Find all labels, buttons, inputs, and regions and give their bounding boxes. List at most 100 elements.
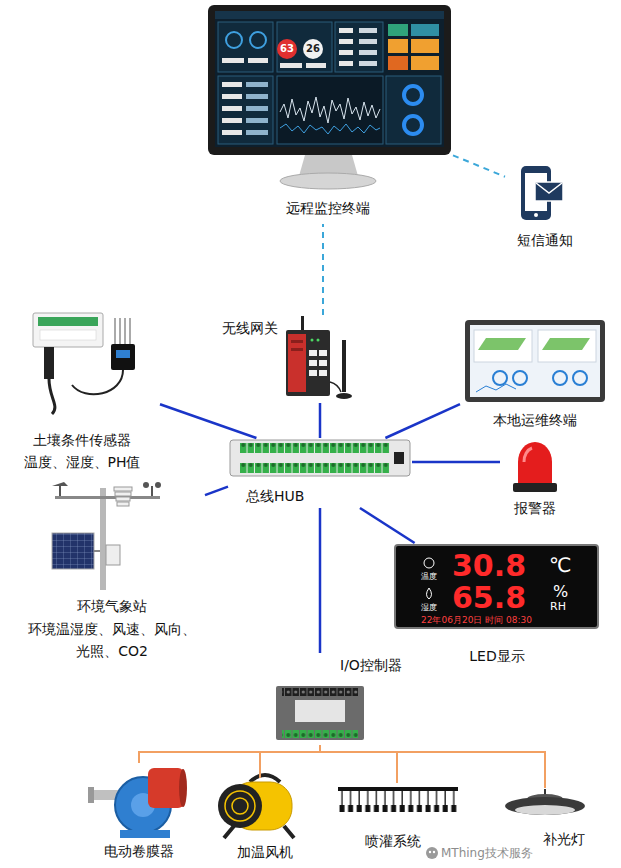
bus-line xyxy=(319,403,322,438)
film-roller-illustration xyxy=(179,769,187,807)
weather-station-illustration xyxy=(155,482,161,488)
node-label: 喷灌系统 xyxy=(365,833,421,849)
bus-line xyxy=(319,508,322,653)
monitor-illustration xyxy=(215,11,444,19)
monitor-illustration xyxy=(246,130,268,135)
gateway-illustration xyxy=(309,360,317,366)
bus-line xyxy=(322,224,324,315)
monitor-illustration xyxy=(388,56,408,70)
node-label: 补光灯 xyxy=(543,831,585,847)
monitor-illustration xyxy=(208,5,451,155)
device-node: 环境气象站环境温湿度、风速、风向、 光照、CO2 xyxy=(5,485,205,667)
bus-line xyxy=(320,745,397,783)
alarm-light-illustration xyxy=(513,442,557,492)
monitor-illustration xyxy=(359,39,377,44)
node-label: 加温风机 xyxy=(237,844,293,860)
monitor-illustration xyxy=(411,24,439,36)
weather-station-illustration xyxy=(94,550,100,552)
node-label: 温度、湿度、PH值 xyxy=(24,454,141,470)
watermark-icon xyxy=(426,847,438,859)
monitor-illustration xyxy=(218,76,273,144)
phone-sms-icon xyxy=(521,166,563,220)
node-label: 远程监控终端 xyxy=(286,200,370,216)
node-label: 环境温湿度、风速、风向、 光照、CO2 xyxy=(28,618,196,662)
weather-station-illustration xyxy=(114,487,132,491)
led-unit: ℃ xyxy=(549,553,571,577)
monitor-illustration xyxy=(277,76,383,144)
led-unit: % xyxy=(553,582,568,601)
monitor-illustration xyxy=(388,24,408,36)
monitor-illustration xyxy=(339,50,353,55)
bus-line xyxy=(360,508,415,543)
gateway-illustration xyxy=(309,370,317,376)
gateway-illustration xyxy=(309,350,317,356)
led-display-illustration xyxy=(395,545,598,628)
film-roller-illustration xyxy=(120,830,170,838)
monitor-illustration xyxy=(359,61,377,66)
monitor-illustration xyxy=(339,28,353,33)
device-node: 无线网关 xyxy=(215,315,355,403)
monitor-illustration xyxy=(222,130,242,135)
monitor-illustration xyxy=(208,5,451,189)
node-label: 本地运维终端 xyxy=(493,412,577,428)
bus-line xyxy=(139,745,320,763)
weather-station-illustration xyxy=(106,545,120,565)
weather-station-illustration xyxy=(115,492,131,496)
bus-line xyxy=(160,404,256,438)
monitor-illustration xyxy=(306,63,326,68)
monitor-illustration xyxy=(280,97,380,123)
monitor-illustration xyxy=(246,94,268,99)
gateway-illustration xyxy=(301,316,304,332)
tablet-illustration xyxy=(474,330,532,362)
device-node: 远程监控终端 xyxy=(205,2,453,224)
device-node: I/O控制器 xyxy=(270,653,420,745)
gateway-illustration xyxy=(286,316,352,399)
tablet-illustration xyxy=(553,371,567,385)
weather-station-illustration xyxy=(52,482,161,590)
io-controller-illustration xyxy=(282,730,358,738)
monitor-illustration xyxy=(222,106,242,111)
monitor-illustration xyxy=(280,63,302,68)
bus-line xyxy=(453,155,505,176)
heater-fan-illustration xyxy=(225,791,255,821)
alarm-light-illustration xyxy=(518,442,552,484)
monitor-illustration xyxy=(222,94,242,99)
gateway-illustration xyxy=(286,330,330,396)
film-roller-illustration xyxy=(148,768,184,808)
gateway-illustration xyxy=(319,360,327,366)
weather-station-illustration xyxy=(151,486,153,496)
monitor-illustration xyxy=(335,22,383,72)
led-display-illustration xyxy=(427,588,432,599)
bus-line xyxy=(385,404,460,438)
phone-sms-icon xyxy=(535,182,563,201)
device-node: 短信通知 xyxy=(505,160,585,252)
node-label: LED显示 xyxy=(469,648,524,664)
phone-sms-icon xyxy=(536,183,562,193)
monitor-illustration xyxy=(359,28,377,33)
heater-fan-illustration xyxy=(232,798,248,814)
heater-fan-illustration xyxy=(218,784,262,828)
bus-hub-illustration xyxy=(230,440,410,476)
heater-fan-illustration xyxy=(224,826,294,838)
monitor-illustration xyxy=(246,106,268,111)
led-reading: 30.8 xyxy=(452,551,526,581)
phone-sms-icon xyxy=(534,213,538,217)
monitor-illustration xyxy=(386,76,441,144)
led-date: 22年06月20日 时间 08:30 xyxy=(421,615,532,626)
soil-sensor-illustration xyxy=(124,318,126,346)
gateway-illustration xyxy=(311,339,314,342)
monitor-illustration xyxy=(248,58,268,63)
gateway-illustration xyxy=(291,340,303,343)
io-controller-illustration xyxy=(295,700,345,722)
tablet-illustration xyxy=(465,320,605,402)
weather-station-illustration xyxy=(55,496,160,499)
device-node: 总线HUB xyxy=(228,438,412,508)
io-controller-illustration xyxy=(276,686,364,740)
device-node: 本地运维终端 xyxy=(460,318,610,432)
heater-fan-illustration xyxy=(218,775,294,838)
bus-hub-illustration xyxy=(240,463,390,473)
device-node: 补光灯 xyxy=(500,788,600,852)
led-caption: 湿度 xyxy=(421,603,437,613)
grow-light-illustration xyxy=(505,789,585,815)
